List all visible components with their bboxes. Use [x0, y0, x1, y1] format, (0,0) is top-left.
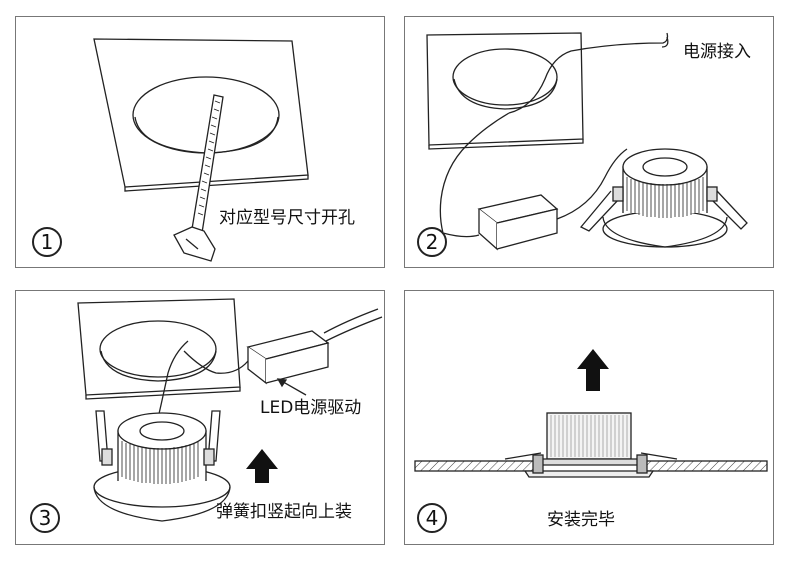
hand-saw-icon: [173, 94, 224, 262]
ceiling-hole: [99, 320, 217, 382]
step-2-panel: 2 电源接入: [404, 16, 774, 268]
up-arrow-icon: [246, 449, 278, 483]
step-caption: 电源接入: [683, 42, 751, 62]
step-4-panel: 4 安装完毕: [404, 290, 774, 545]
step-4-illustration: [414, 349, 768, 478]
step-3-illustration: [77, 298, 383, 522]
led-driver-box: [246, 330, 330, 385]
led-driver-box: [477, 194, 559, 251]
step-1-panel: 1 对应型号尺寸开孔: [15, 16, 385, 268]
step-number-badge: 3: [30, 503, 60, 533]
step-2-illustration: [426, 32, 748, 251]
up-arrow-icon: [577, 349, 609, 391]
step-caption: 弹簧扣竖起向上装: [216, 502, 352, 522]
step-1-illustration: [93, 38, 309, 262]
power-cable: [155, 308, 383, 428]
downlight-fixture: [579, 148, 748, 248]
installed-downlight: [504, 412, 678, 478]
step-caption: 对应型号尺寸开孔: [219, 208, 355, 228]
step-number-badge: 2: [417, 227, 447, 257]
step-caption: 安装完毕: [547, 510, 615, 530]
downlight-fixture: [93, 410, 231, 522]
driver-label: LED电源驱动: [260, 398, 362, 418]
power-cable: [439, 32, 669, 238]
step-3-panel: 3 LED电源驱动 弹簧扣竖起向上装: [15, 290, 385, 545]
step-number-badge: 4: [417, 503, 447, 533]
step-number-badge: 1: [32, 227, 62, 257]
ceiling-hole: [452, 48, 558, 110]
